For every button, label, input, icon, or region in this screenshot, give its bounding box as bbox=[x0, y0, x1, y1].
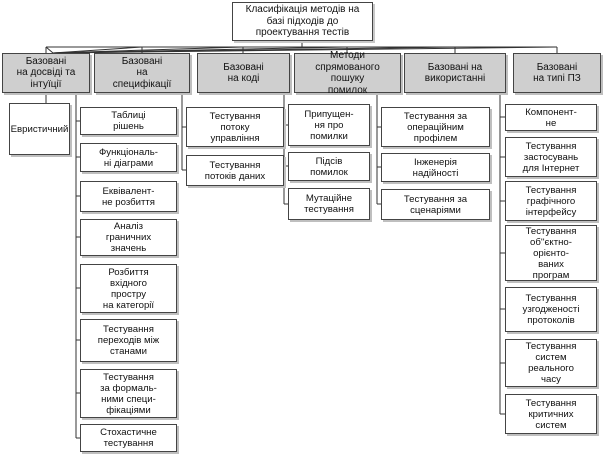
category-code-item-node: Тестування потоків даних bbox=[186, 155, 284, 186]
category-experience-item-node: Евристичний bbox=[9, 103, 70, 155]
category-usage-item-node: Тестування за сценаріями bbox=[381, 189, 490, 220]
category-software-type-item-node: Тестування об''єктно- орієнто- ваних про… bbox=[505, 225, 597, 281]
category-fault-search-item-node: Підсів помилок bbox=[288, 152, 370, 181]
category-code-item-node: Тестування потоку управління bbox=[186, 107, 284, 147]
category-specification-item-node: Розбиття вхідного простру на категорії bbox=[80, 264, 177, 313]
category-specification-item-node: Тестування переходів між станами bbox=[80, 319, 177, 362]
category-specification-item-node: Стохастичне тестування bbox=[80, 424, 177, 452]
category-specification-item-node: Таблиці рішень bbox=[80, 107, 177, 135]
category-specification-item-node: Аналіз граничних значень bbox=[80, 219, 177, 256]
category-fault-search-item-node: Мутаційне тестування bbox=[288, 188, 370, 220]
category-usage-node: Базовані на використанні bbox=[404, 53, 506, 93]
category-specification-item-node: Тестування за формаль- ними специ- фікац… bbox=[80, 369, 177, 418]
category-software-type-item-node: Тестування графічного інтерфейсу bbox=[505, 181, 597, 221]
category-software-type-item-node: Тестування застосувань для Інтернет bbox=[505, 137, 597, 177]
connector-line bbox=[45, 46, 54, 54]
category-usage-item-node: Тестування за операційним профілем bbox=[381, 107, 490, 147]
category-code-node: Базовані на коді bbox=[197, 53, 290, 93]
root-node: Класифікація методів на базі підходів до… bbox=[232, 2, 373, 41]
connector-line bbox=[52, 46, 558, 54]
category-fault-search-node: Методи спрямованого пошуку помилок bbox=[294, 50, 401, 96]
category-experience-node: Базовані на досвіді та інтуїції bbox=[2, 53, 90, 93]
category-software-type-item-node: Компонент- не bbox=[505, 104, 597, 131]
category-specification-item-node: Еквівалент- не розбиття bbox=[80, 181, 177, 212]
category-specification-item-node: Функціональ- ні діаграми bbox=[80, 143, 177, 172]
category-usage-item-node: Інженерія надійності bbox=[381, 153, 490, 182]
category-fault-search-item-node: Припущен- ня про помилки bbox=[288, 104, 370, 146]
category-specification-node: Базовані на специфікації bbox=[94, 53, 190, 93]
category-software-type-item-node: Тестування систем реального часу bbox=[505, 339, 597, 387]
category-software-type-item-node: Тестування узгодженості протоколів bbox=[505, 287, 597, 332]
category-software-type-item-node: Тестування критичних систем bbox=[505, 394, 597, 434]
category-software-type-node: Базовані на типі ПЗ bbox=[513, 53, 601, 93]
connector-line bbox=[52, 46, 143, 54]
